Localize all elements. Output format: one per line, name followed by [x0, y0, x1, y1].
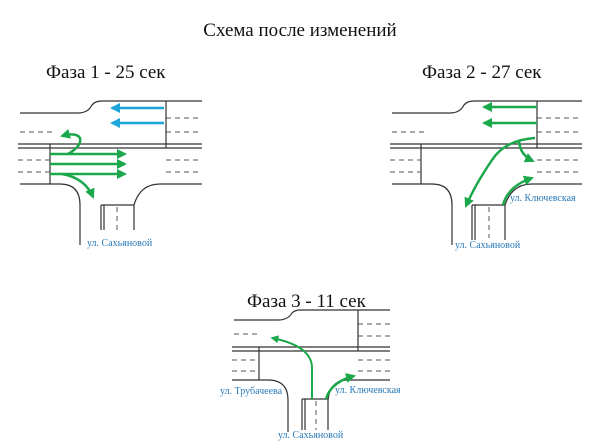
street-label-trubacheeva: ул. Трубачеева — [220, 386, 283, 397]
street-label-klyuchevskaya: ул. Ключевская — [335, 385, 401, 396]
green-arrow-left-turn — [464, 136, 536, 208]
green-arrow-right-turn — [61, 172, 95, 199]
street-label-sakhyanovoy: ул. Сахьяновой — [87, 238, 153, 249]
diagram-title: Схема после изменений — [203, 20, 397, 41]
phase-3-title: Фаза 3 - 11 сек — [247, 291, 366, 312]
phase-1-intersection: ул. Сахьяновой — [18, 100, 202, 249]
green-arrow-left-turn — [270, 335, 313, 399]
phase-1-title: Фаза 1 - 25 сек — [46, 62, 166, 83]
phase-2-title: Фаза 2 - 27 сек — [422, 62, 542, 83]
green-arrow-right-turn — [324, 373, 356, 400]
street-label-klyuchevskaya: ул. Ключевская — [510, 193, 576, 204]
green-arrow-right-turn — [517, 140, 535, 163]
street-label-sakhyanovoy: ул. Сахьяновой — [455, 240, 521, 251]
street-label-sakhyanovoy: ул. Сахьяновой — [278, 430, 344, 441]
green-arrow-u-turn — [60, 128, 82, 156]
phase-2-intersection: ул. Ключевская ул. Сахьяновой — [390, 100, 582, 251]
green-arrow-south-right — [501, 175, 534, 206]
phase-3-intersection: ул. Трубачеева ул. Ключевская ул. Сахьян… — [220, 309, 401, 441]
